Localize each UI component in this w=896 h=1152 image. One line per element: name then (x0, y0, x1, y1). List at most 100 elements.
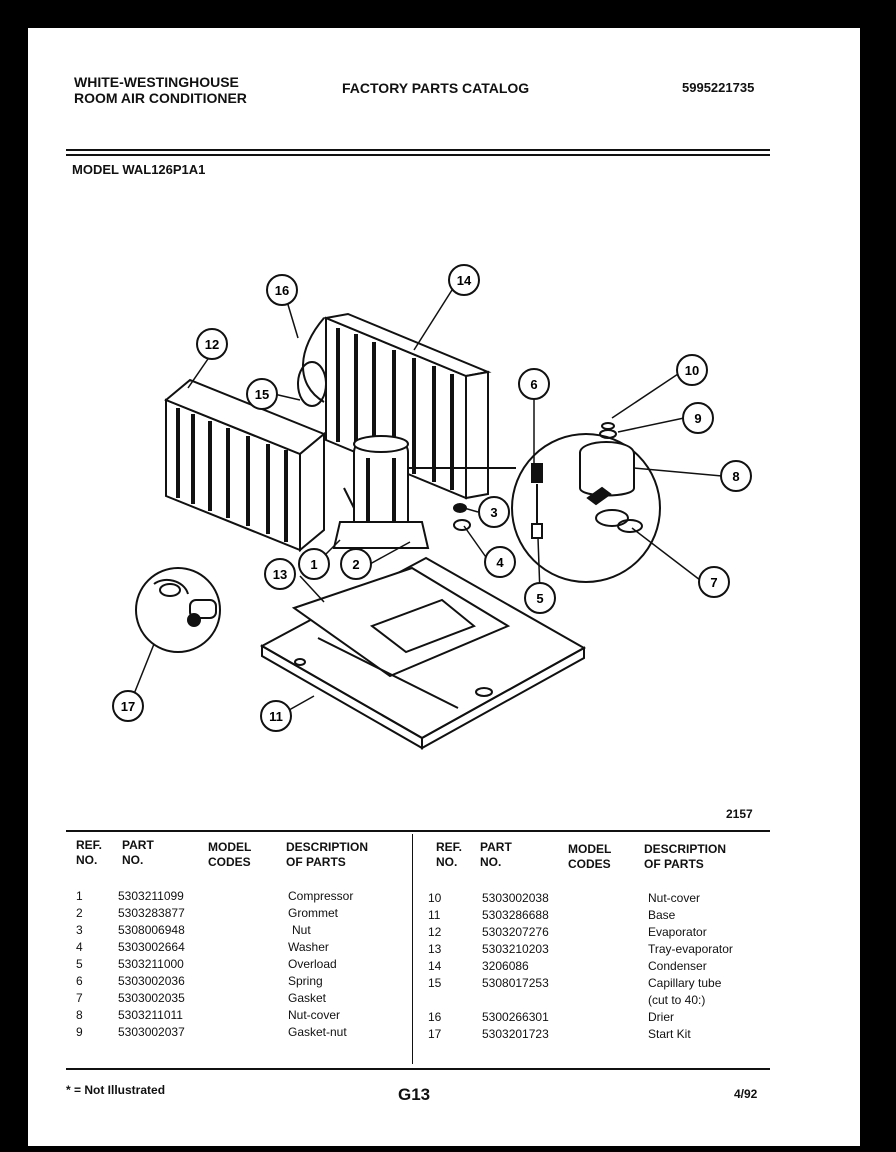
table-cell: 5303002036 (118, 974, 185, 988)
header-ref-left: REF. NO. (76, 838, 103, 867)
callout-number: 10 (685, 363, 699, 378)
base-tray-illustration (259, 556, 587, 750)
table-cell: 5303002038 (482, 891, 549, 905)
callout-number: 11 (269, 709, 283, 724)
callout-number: 7 (710, 575, 717, 590)
evaporator-illustration (164, 378, 326, 553)
callout-number: 12 (205, 337, 219, 352)
table-cell: 3206086 (482, 959, 529, 973)
callout-number: 1 (310, 557, 317, 572)
table-cell: Compressor (288, 889, 354, 903)
callout-12: 12 (196, 328, 228, 360)
callout-number: 5 (536, 591, 543, 606)
table-cell: Base (648, 908, 676, 922)
table-cell (428, 992, 441, 1009)
header-part-right: PART NO. (480, 840, 512, 869)
header-desc-left: DESCRIPTION OF PARTS (286, 840, 369, 869)
callout-number: 17 (121, 699, 135, 714)
table-cell: Tray-evaporator (648, 942, 733, 956)
callout-10: 10 (676, 354, 708, 386)
table-cell (482, 992, 549, 1009)
catalog-title: FACTORY PARTS CATALOG (342, 80, 530, 96)
table-cell: 5308006948 (118, 923, 185, 937)
table-cell: 5300266301 (482, 1010, 549, 1024)
footnote: * = Not Illustrated (66, 1083, 166, 1097)
table-cell: Overload (288, 957, 337, 971)
callout-15: 15 (246, 378, 278, 410)
callout-7: 7 (698, 566, 730, 598)
callout-number: 8 (732, 469, 739, 484)
model-label: MODEL WAL126P1A1 (72, 162, 206, 177)
table-cell: Nut-cover (648, 891, 701, 905)
figure-number: 2157 (726, 807, 753, 821)
table-cell: Condenser (648, 959, 707, 973)
table-cell: 5303211011 (118, 1008, 183, 1022)
table-cell: 2 (76, 906, 83, 920)
table-cell: 5 (76, 957, 83, 971)
brand-block: WHITE-WESTINGHOUSE ROOM AIR CONDITIONER (74, 74, 247, 106)
table-cell: 4 (76, 940, 83, 954)
callout-14: 14 (448, 264, 480, 296)
table-cell: (cut to 40:) (648, 993, 706, 1007)
callout-number: 14 (457, 273, 472, 288)
table-cell: 5303286688 (482, 908, 549, 922)
callout-8: 8 (720, 460, 752, 492)
header-ref-right: REF. NO. (436, 840, 463, 869)
table-bottom-rule (66, 1068, 770, 1070)
table-cell: Spring (288, 974, 323, 988)
table-cell: 11 (428, 908, 441, 922)
table-cell: 5303211099 (118, 889, 184, 903)
table-cell: 8 (76, 1008, 83, 1022)
table-center-divider (412, 834, 413, 1064)
callout-number: 2 (352, 557, 359, 572)
start-kit-detail (153, 578, 217, 627)
header-part-left: PART NO. (122, 838, 154, 867)
page-code: G13 (398, 1085, 431, 1104)
table-cell: 13 (428, 942, 442, 956)
header-rule-thick (66, 149, 770, 151)
header-model-right: MODEL CODES (568, 842, 612, 871)
header-rule-thin (66, 154, 770, 156)
table-cell: Capillary tube (648, 976, 722, 990)
callout-4: 4 (484, 546, 516, 578)
table-cell: 10 (428, 891, 442, 905)
callout-number: 4 (496, 555, 504, 570)
header-desc-right: DESCRIPTION OF PARTS (644, 842, 727, 871)
callout-number: 6 (530, 377, 537, 392)
callout-number: 3 (490, 505, 497, 520)
callout-16: 16 (266, 274, 298, 306)
callout-number: 13 (273, 567, 287, 582)
table-top-rule (66, 830, 770, 832)
table-cell: Washer (288, 940, 329, 954)
table-cell: 5303002037 (118, 1025, 185, 1039)
table-cell: 15 (428, 976, 442, 990)
callout-5: 5 (524, 582, 556, 614)
callout-number: 9 (694, 411, 701, 426)
table-cell: 5303207276 (482, 925, 549, 939)
table-cell: 5303210203 (482, 942, 549, 956)
table-cell: Start Kit (648, 1027, 691, 1041)
right-desc-column: Nut-cover Base Evaporator Tray-evaporato… (648, 890, 733, 1043)
callout-9: 9 (682, 402, 714, 434)
table-cell: 7 (76, 991, 83, 1005)
brand-line-1: WHITE-WESTINGHOUSE (74, 74, 239, 90)
callout-2: 2 (340, 548, 372, 580)
right-ref-column: 10 11 12 13 14 15 16 17 (428, 890, 441, 1043)
table-cell: 5303283877 (118, 906, 185, 920)
table-cell: 5303201723 (482, 1027, 549, 1041)
table-cell: 12 (428, 925, 442, 939)
revision-date: 4/92 (734, 1087, 758, 1101)
table-cell: 9 (76, 1025, 83, 1039)
header-model-left: MODEL CODES (208, 840, 252, 869)
table-cell: 5308017253 (482, 976, 549, 990)
table-cell: 16 (428, 1010, 442, 1024)
table-cell: 14 (428, 959, 442, 973)
table-cell: 5303002664 (118, 940, 185, 954)
right-part-column: 5303002038 5303286688 5303207276 5303210… (482, 890, 549, 1043)
table-cell: Gasket (288, 991, 327, 1005)
left-ref-column: 1 2 3 4 5 6 7 8 9 (76, 888, 83, 1041)
compressor-illustration (332, 435, 516, 549)
callout-17: 17 (112, 690, 144, 722)
table-cell: Drier (648, 1010, 674, 1024)
